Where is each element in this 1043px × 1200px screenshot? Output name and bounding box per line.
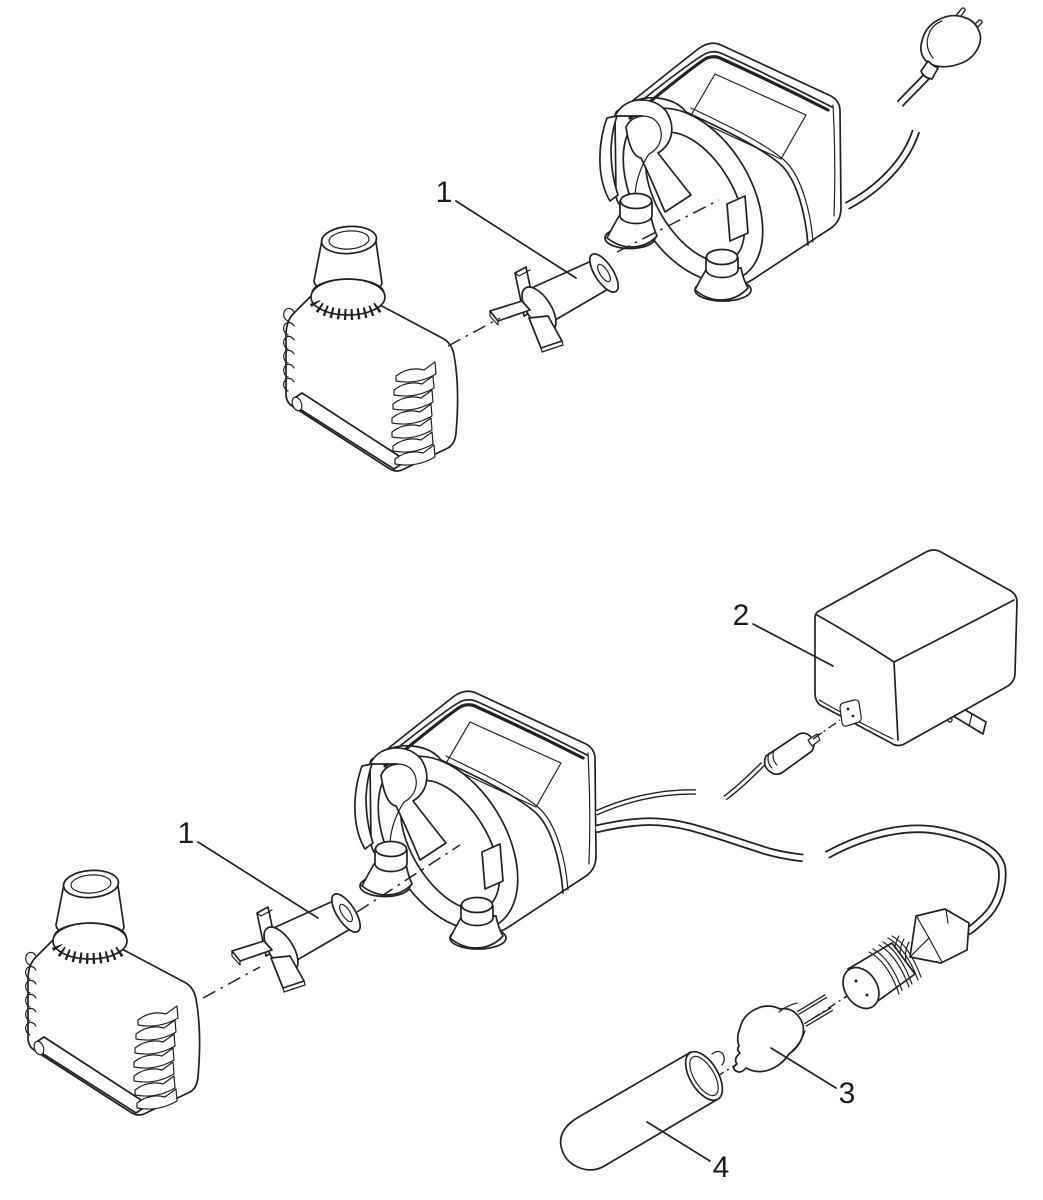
callout-2-label: 2 <box>733 599 750 632</box>
leader-line-2 <box>752 623 834 667</box>
connector-axis <box>812 719 841 740</box>
transformer-cable <box>594 762 765 816</box>
halogen-bulb <box>732 994 834 1073</box>
lamp-cable <box>595 817 1007 936</box>
adapter-socket <box>839 699 862 727</box>
leader-line-3 <box>770 1047 837 1089</box>
assembly-axis <box>447 199 720 347</box>
callout-1-label: 1 <box>436 176 453 209</box>
glass-sleeve <box>559 1050 725 1171</box>
leader-line-4 <box>646 1121 711 1162</box>
figure-bottom: 1 2 3 4 <box>26 549 1018 1184</box>
assembly-axis <box>202 844 461 999</box>
power-cord <box>844 73 931 210</box>
power-plug <box>920 7 983 80</box>
callout-1-label: 1 <box>178 817 195 850</box>
leader-line-1 <box>455 200 577 279</box>
figure-top: 1 <box>284 7 983 471</box>
callout-4-label: 4 <box>713 1151 730 1184</box>
lamp-socket <box>842 908 970 1010</box>
leader-line-1 <box>197 841 319 919</box>
callout-3-label: 3 <box>839 1077 856 1110</box>
transformer <box>814 549 1018 747</box>
